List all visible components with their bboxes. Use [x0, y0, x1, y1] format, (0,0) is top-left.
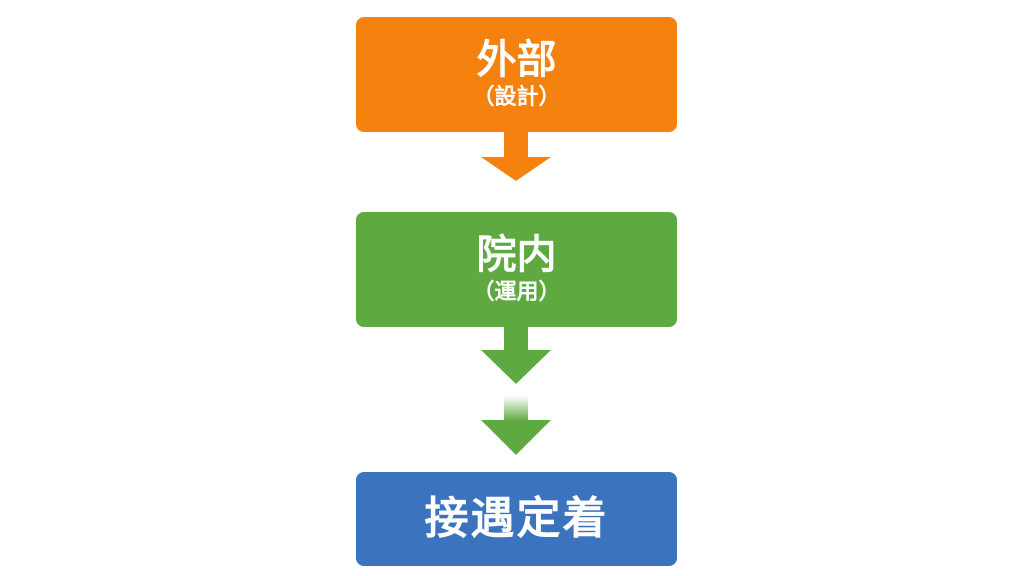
step-title: 接遇定着 [424, 493, 609, 544]
step-title: 外部 [476, 36, 557, 83]
step-subtitle: （運用） [472, 279, 561, 305]
step-subtitle: （設計） [472, 84, 561, 110]
arrow-head-icon [481, 350, 551, 384]
step-title: 院内 [476, 231, 557, 278]
step-internal-operation: 院内 （運用） [356, 212, 677, 327]
arrow-down-icon [504, 396, 528, 421]
arrow-head-icon [481, 157, 551, 181]
step-hospitality-established: 接遇定着 [356, 472, 677, 566]
step-external-design: 外部 （設計） [356, 17, 677, 132]
arrow-down-icon [504, 132, 528, 158]
arrow-down-icon [504, 327, 528, 351]
arrow-head-icon [481, 420, 551, 455]
